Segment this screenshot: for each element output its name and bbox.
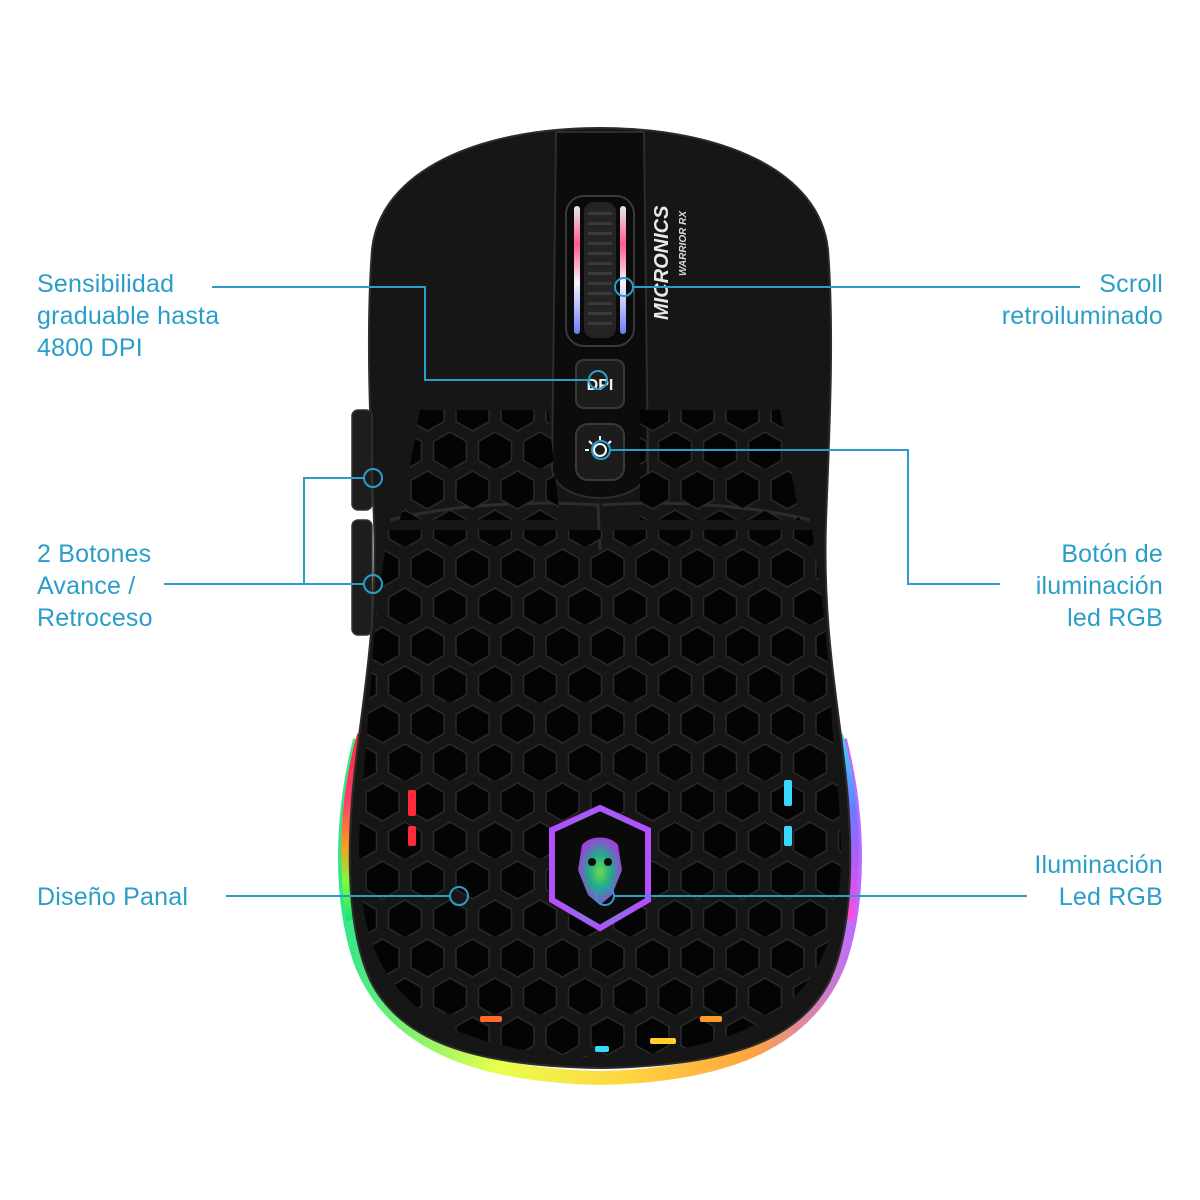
callout-scroll-line-1: Scroll — [1099, 270, 1163, 298]
callout-rgb-button-line-3: led RGB — [1067, 604, 1163, 632]
callout-rgb-button: Botón de iluminación led RGB — [1036, 538, 1163, 634]
rgb-light-button[interactable] — [575, 423, 625, 481]
callout-sensitivity: Sensibilidad graduable hasta 4800 DPI — [37, 268, 219, 364]
honeycomb-shell — [359, 530, 841, 1058]
honeycomb-upper-left — [400, 410, 560, 520]
scroll-wheel[interactable] — [565, 195, 635, 347]
svg-text:WARRIOR RX: WARRIOR RX — [678, 210, 689, 276]
callout-rgb-button-line-1: Botón de — [1061, 540, 1163, 568]
callout-rgb-lighting-line-2: Led RGB — [1058, 883, 1163, 911]
side-button-forward[interactable] — [351, 409, 373, 511]
side-button-back[interactable] — [351, 519, 373, 636]
svg-text:MICRONICS: MICRONICS — [651, 205, 673, 320]
callout-sensitivity-line-1: Sensibilidad — [37, 270, 175, 298]
callout-side-buttons-line-2: Avance / — [37, 572, 136, 600]
callout-sensitivity-line-3: 4800 DPI — [37, 334, 143, 362]
honeycomb-upper-right — [640, 410, 800, 520]
callout-honeycomb: Diseño Panal — [37, 881, 188, 913]
callout-scroll: Scroll retroiluminado — [1002, 268, 1163, 332]
callout-sensitivity-line-2: graduable hasta — [37, 302, 220, 330]
callout-side-buttons-line-3: Retroceso — [37, 604, 153, 632]
brand-logo: MICRONICS WARRIOR RX — [651, 205, 689, 320]
callout-rgb-lighting: Iluminación Led RGB — [1034, 849, 1163, 913]
rgb-side-accents — [408, 780, 792, 1052]
callout-rgb-button-line-2: iluminación — [1035, 572, 1163, 600]
callout-scroll-line-2: retroiluminado — [1001, 302, 1163, 330]
callout-honeycomb-line-1: Diseño Panal — [37, 883, 189, 911]
callout-rgb-lighting-line-1: Iluminación — [1034, 851, 1163, 879]
callout-side-buttons: 2 Botones Avance / Retroceso — [37, 538, 153, 634]
skull-logo-icon — [549, 804, 651, 932]
callout-side-buttons-line-1: 2 Botones — [37, 540, 152, 568]
dpi-button[interactable]: DPI — [575, 359, 625, 409]
callout-lines — [164, 277, 1080, 906]
